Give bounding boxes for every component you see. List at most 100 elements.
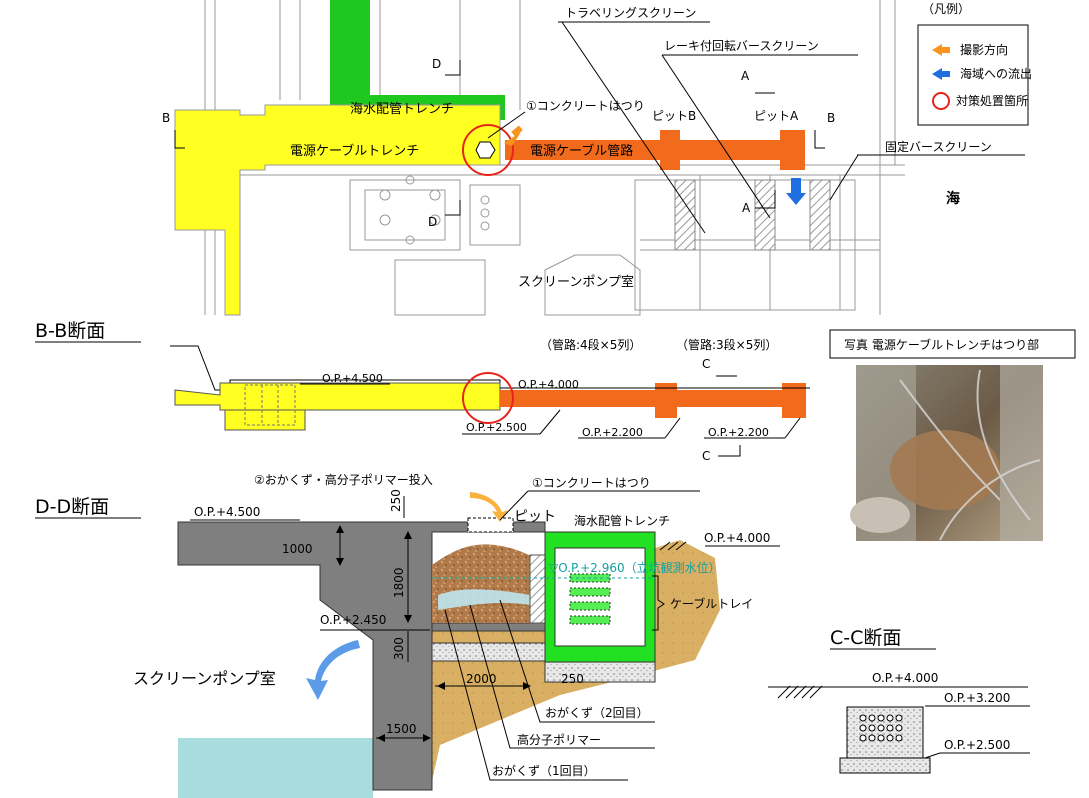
countermeasure-circle-plan	[462, 124, 514, 176]
chipping-label-plan: ①コンクリートはつり	[526, 99, 645, 113]
dd-pump-room-label: スクリーンポンプ室	[133, 669, 276, 688]
marker-a-bottom: A	[742, 201, 751, 215]
legend-blue-arrow-icon	[932, 68, 950, 80]
dd-ground-marks	[659, 541, 687, 551]
dd-dim-300: 300	[392, 637, 406, 660]
power-cable-duct	[505, 140, 795, 160]
dd-seawater	[178, 738, 373, 798]
marker-b-left: B	[162, 111, 170, 125]
photo-caption-box	[829, 329, 1076, 359]
marker-a-top: A	[741, 69, 750, 83]
dd-dim-1500: 1500	[386, 722, 417, 736]
power-cable-trench	[174, 104, 501, 316]
sea-label: 海	[946, 190, 960, 207]
traveling-screen-hatch	[674, 179, 696, 251]
cc-gravel-base	[839, 757, 931, 774]
marker-d-top: D	[432, 57, 441, 71]
dd-dim-250-top: 250	[389, 489, 403, 512]
cc-op-4000: O.P.+4.000	[872, 671, 938, 685]
dd-gravel-base	[431, 642, 546, 662]
bb-pit-a	[782, 383, 806, 418]
bb-op-4500: O.P.+4.500	[322, 372, 383, 385]
cc-duct-block	[846, 706, 924, 759]
countermeasure-circle-bb	[462, 372, 514, 424]
bb-marker-c-bottom-arrow	[718, 445, 741, 457]
legend-item-shooting: 撮影方向	[960, 42, 1008, 57]
section-bb: B-B断面 O.P.+4.500 O.P.+4.000 O.P.+2.500 O…	[35, 320, 810, 463]
legend-orange-arrow-icon	[932, 44, 950, 56]
legend: （凡例） 撮影方向 海域への流出 対策処置箇所	[917, 2, 1032, 126]
bb-cable-duct	[500, 390, 805, 407]
bb-pit-b	[655, 383, 677, 418]
dd-material-leaders	[444, 599, 655, 781]
shooting-direction-arrow-icon	[504, 132, 521, 146]
photo-panel: 写真 電源ケーブルトレンチはつり部	[829, 329, 1076, 541]
marker-b-right: B	[827, 111, 835, 125]
dd-injection-label: ②おかくず・高分子ポリマー投入	[254, 472, 433, 487]
cc-ground-marks	[777, 685, 823, 699]
cc-duct-pipes	[859, 714, 903, 742]
dd-sawdust-2-label: おがくず（2回目）	[545, 705, 649, 720]
dd-concrete-wall	[177, 521, 546, 791]
seawater-trench-label-plan: 海水配管トレンチ	[350, 102, 454, 117]
dd-water-level: ▽O.P.+2.960（立坑観測水位）	[549, 560, 721, 575]
dd-polymer	[438, 589, 530, 610]
pump-room-label-plan: スクリーンポンプ室	[518, 274, 634, 290]
pit-a-box	[780, 130, 805, 170]
section-marker-arrows	[174, 60, 825, 216]
legend-red-circle-icon	[932, 92, 950, 110]
dd-pit-label: ピット	[514, 509, 556, 525]
pit-a-label: ピットA	[754, 109, 799, 123]
dd-dim-250-bottom: 250	[561, 672, 584, 686]
photo-caption: 写真 電源ケーブルトレンチはつり部	[844, 337, 1039, 352]
bb-marker-c-top: C	[702, 357, 710, 371]
sea-outflow-arrow-icon	[786, 178, 806, 205]
dd-polymer-label: 高分子ポリマー	[517, 732, 601, 747]
bb-op-4000: O.P.+4.000	[518, 378, 579, 391]
bb-op-2500: O.P.+2.500	[466, 421, 527, 434]
bb-marker-c-bottom: C	[702, 449, 710, 463]
marker-d-bottom: D	[428, 215, 437, 229]
dd-pit-opening	[467, 517, 514, 533]
plan-view: トラベリングスクリーン レーキ付回転バースクリーン ①コンクリートはつり 海水配…	[162, 0, 1025, 316]
bb-duct-4x5: （管路:4段×5列）	[540, 337, 641, 352]
dd-chipping-label: ①コンクリートはつり	[532, 476, 651, 490]
dd-op-4000: O.P.+4.000	[704, 531, 770, 545]
power-duct-label: 電源ケーブル管路	[530, 143, 633, 159]
traveling-screen-label: トラベリングスクリーン	[565, 6, 696, 20]
dd-dim-1800: 1800	[392, 567, 406, 598]
fixed-screen-label: 固定バースクリーン	[885, 139, 992, 154]
injection-arrow-icon	[470, 492, 508, 522]
pump-room-flow-arrow-icon	[306, 640, 360, 700]
bb-op-2200-b: O.P.+2.200	[708, 426, 769, 439]
section-bb-title: B-B断面	[35, 320, 105, 342]
dd-op-2450: O.P.+2.450	[320, 613, 386, 627]
legend-item-outflow: 海域への流出	[960, 66, 1032, 81]
section-cc-title: C-C断面	[830, 627, 901, 649]
section-dd: D-D断面	[35, 472, 780, 798]
cc-op-2500: O.P.+2.500	[944, 738, 1010, 752]
legend-item-countermeasure: 対策処置箇所	[956, 94, 1028, 108]
bb-power-trench	[174, 382, 501, 411]
bb-op-2200-a: O.P.+2.200	[582, 426, 643, 439]
rake-screen-hatch	[754, 179, 776, 251]
dd-op-4500: O.P.+4.500	[194, 505, 260, 519]
pit-b-box	[660, 130, 680, 170]
cc-op-3200: O.P.+3.200	[944, 691, 1010, 705]
dd-dimension-lines	[190, 496, 780, 742]
bb-duct-3x5: （管路:3段×5列）	[676, 337, 777, 352]
chipping-spot-icon	[475, 141, 496, 159]
dd-dim-1000: 1000	[282, 542, 313, 556]
section-dd-title: D-D断面	[35, 496, 109, 518]
legend-title: （凡例）	[922, 2, 970, 16]
dd-seawater-trench-label: 海水配管トレンチ	[574, 513, 670, 528]
power-trench-label: 電源ケーブルトレンチ	[290, 143, 419, 159]
dd-sawdust-1-label: おがくず（1回目）	[492, 763, 596, 778]
dd-dim-2000: 2000	[466, 672, 497, 686]
section-cc: C-C断面 O.P.+4.000 O.P.+3.200 O.P.+2.500	[768, 627, 1030, 774]
dd-sawdust	[432, 544, 545, 623]
dd-cable-tray-label: ケーブルトレイ	[670, 596, 753, 611]
pit-b-label: ピットB	[652, 109, 696, 123]
fixed-screen-hatch	[809, 179, 831, 251]
